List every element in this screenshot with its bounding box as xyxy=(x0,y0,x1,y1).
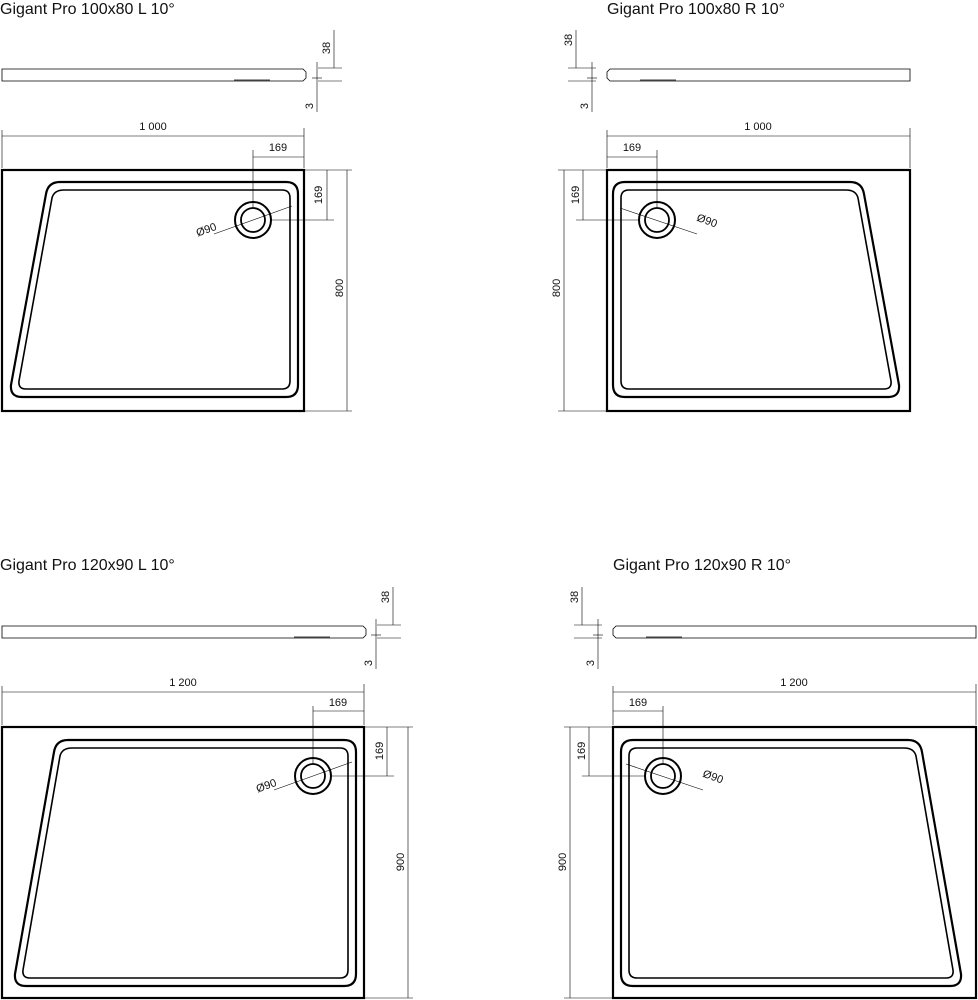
width-label: 1 000 xyxy=(139,121,167,133)
drain-offset-x-label: 169 xyxy=(269,142,287,154)
depth-dimension: 800 xyxy=(304,169,352,412)
drawing-100x80-R: Gigant Pro 100x80 R 10° 38 3 1 000 169 xyxy=(551,1,912,413)
drain-y-dimension: 169 xyxy=(270,170,334,221)
width-dimension: 1 200 xyxy=(612,677,977,725)
side-profile: 38 3 xyxy=(563,30,911,112)
profile-step-label: 3 xyxy=(585,660,597,666)
depth-dimension: 800 xyxy=(551,169,607,412)
width-dimension: 1 000 xyxy=(606,121,911,168)
drain-offset-y-label: 169 xyxy=(313,186,325,204)
drain-x-dimension: 169 xyxy=(252,142,304,208)
side-profile: 38 3 xyxy=(1,30,342,112)
drawing-title: Gigant Pro 100x80 R 10° xyxy=(607,1,785,18)
drain-offset-x-label: 169 xyxy=(329,697,347,709)
shower-tray-plan: Ø90 xyxy=(605,168,912,413)
drawing-100x80-L: Gigant Pro 100x80 L 10° 38 3 1 000 169 xyxy=(0,1,352,413)
width-label: 1 000 xyxy=(744,121,772,133)
side-profile: 38 3 xyxy=(569,587,977,669)
width-label: 1 200 xyxy=(780,677,808,689)
drain-diameter-label: Ø90 xyxy=(695,212,719,230)
drain xyxy=(619,201,698,239)
drain-offset-x-label: 169 xyxy=(629,697,647,709)
shower-tray-plan: Ø90 xyxy=(0,168,306,413)
drawing-title: Gigant Pro 120x90 L 10° xyxy=(0,557,175,574)
profile-step-label: 3 xyxy=(363,660,375,666)
side-profile: 38 3 xyxy=(1,587,401,669)
drain-y-dimension: 169 xyxy=(570,170,640,221)
drawing-title: Gigant Pro 100x80 L 10° xyxy=(0,1,175,18)
drain-x-dimension: 169 xyxy=(607,142,658,208)
width-dimension: 1 000 xyxy=(1,121,305,168)
depth-label: 900 xyxy=(395,853,407,871)
profile-height-label: 38 xyxy=(569,591,581,603)
shower-tray-plan: Ø90 xyxy=(0,725,366,1000)
drain-offset-y-label: 169 xyxy=(570,186,582,204)
drawing-title: Gigant Pro 120x90 R 10° xyxy=(613,557,791,574)
drain-y-dimension: 169 xyxy=(576,727,646,777)
profile-height-label: 38 xyxy=(321,42,333,54)
drawing-120x90-L: Gigant Pro 120x90 L 10° 38 3 1 200 169 xyxy=(0,557,413,1000)
depth-dimension: 900 xyxy=(364,726,413,999)
drain-diameter-label: Ø90 xyxy=(701,768,725,786)
drain-x-dimension: 169 xyxy=(312,697,364,764)
drain-diameter-label: Ø90 xyxy=(255,777,279,795)
width-dimension: 1 200 xyxy=(1,677,365,725)
shower-tray-plan: Ø90 xyxy=(611,725,978,1000)
drain-offset-y-label: 169 xyxy=(576,742,588,760)
depth-dimension: 900 xyxy=(557,726,613,999)
drain xyxy=(213,201,293,239)
profile-height-label: 38 xyxy=(380,591,392,603)
drain xyxy=(625,757,704,795)
drain xyxy=(273,757,353,795)
drain-y-dimension: 169 xyxy=(330,727,394,777)
profile-step-label: 3 xyxy=(579,103,591,109)
drain-offset-y-label: 169 xyxy=(374,742,386,760)
width-label: 1 200 xyxy=(169,677,197,689)
drain-offset-x-label: 169 xyxy=(623,142,641,154)
drawing-120x90-R: Gigant Pro 120x90 R 10° 38 3 1 200 169 xyxy=(557,557,978,1000)
depth-label: 800 xyxy=(334,279,346,297)
drain-diameter-label: Ø90 xyxy=(195,221,219,239)
profile-height-label: 38 xyxy=(563,34,575,46)
profile-step-label: 3 xyxy=(304,103,316,109)
depth-label: 800 xyxy=(551,279,563,297)
drain-x-dimension: 169 xyxy=(613,697,664,764)
depth-label: 900 xyxy=(557,853,569,871)
